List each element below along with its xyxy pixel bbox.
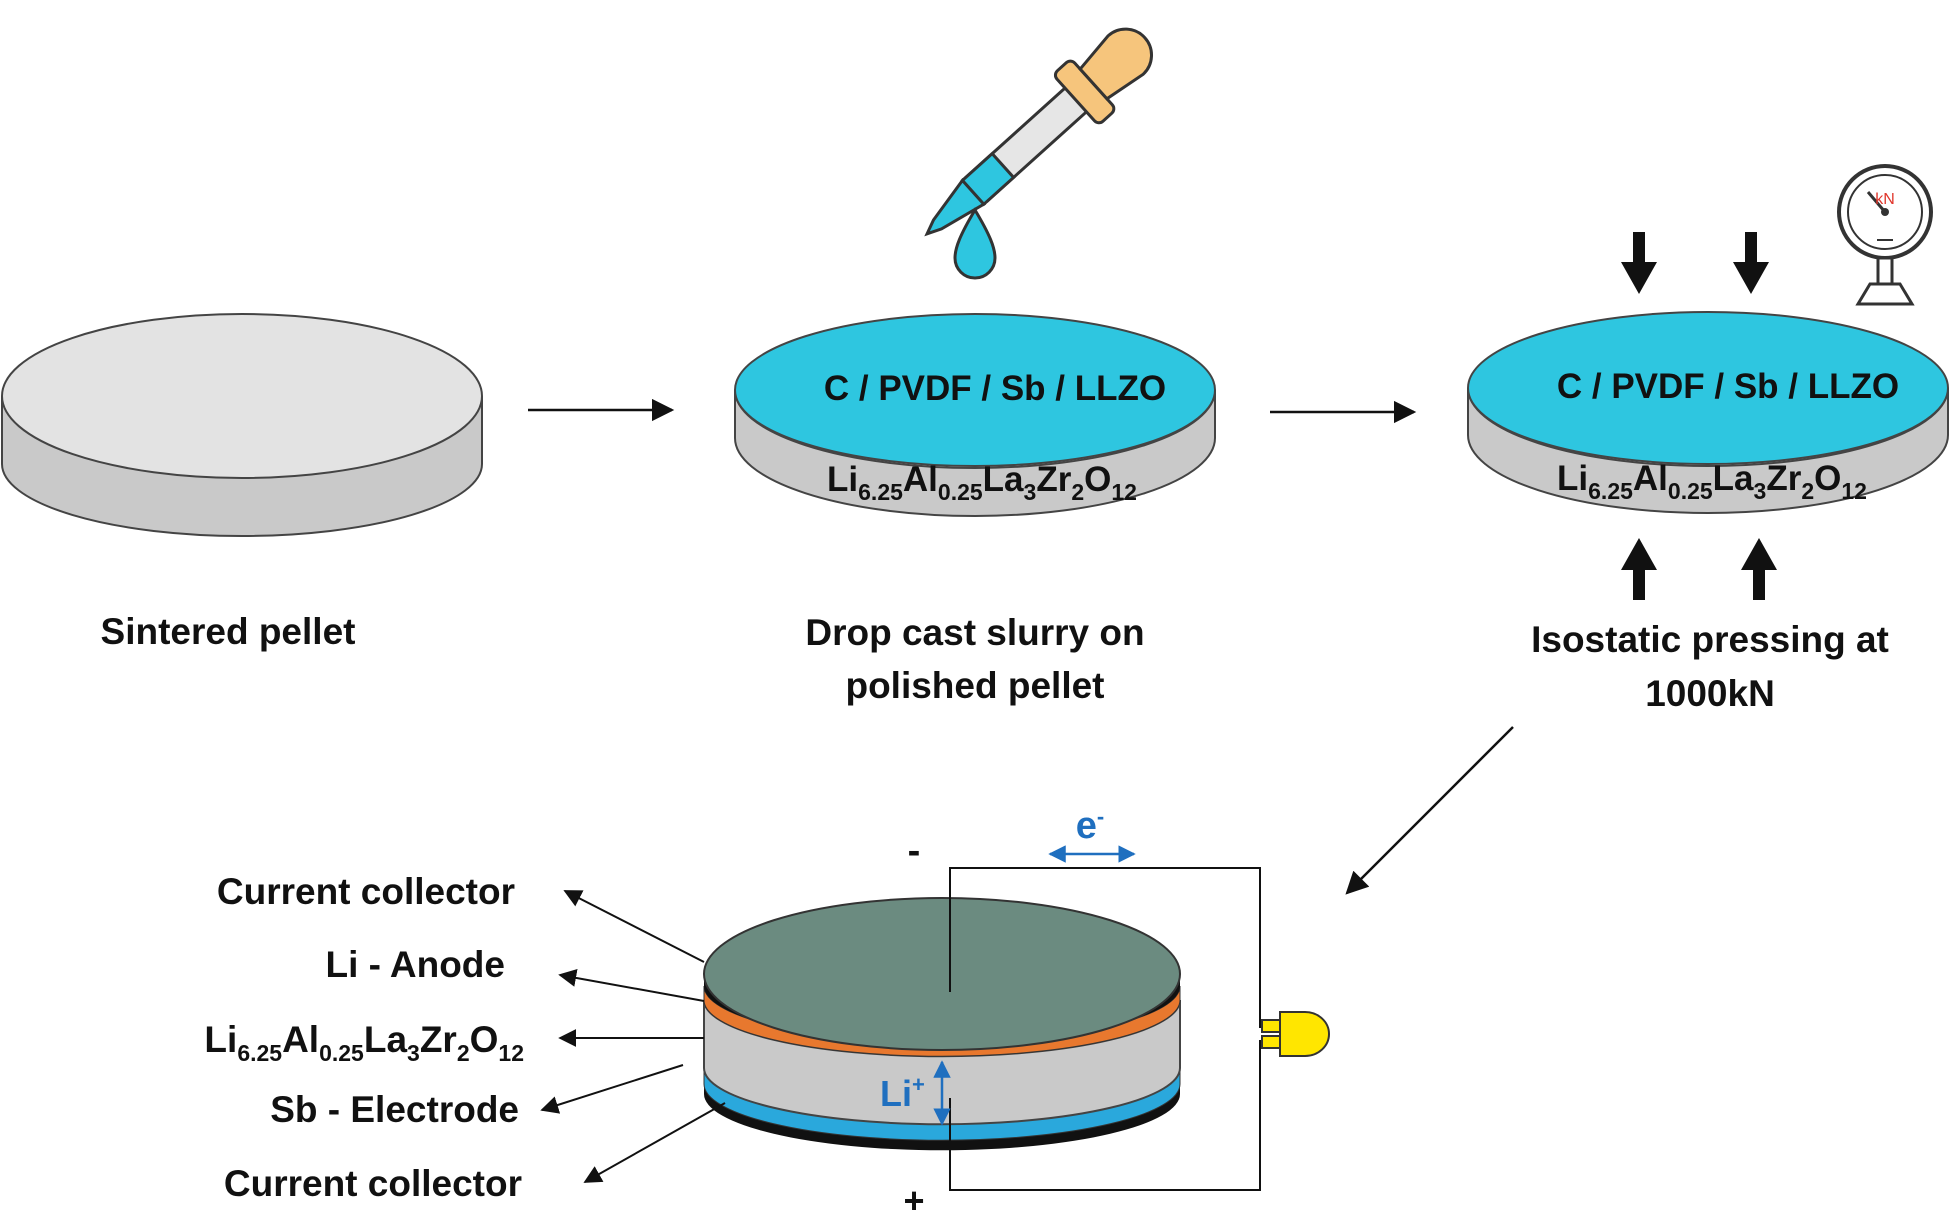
- ion-label: Li+: [880, 1072, 925, 1114]
- led-icon: [1261, 1011, 1330, 1057]
- label-pointers: [540, 890, 726, 1183]
- dropper-icon: [924, 27, 1153, 237]
- caption-pressing-line-1: Isostatic pressing at: [1531, 619, 1889, 660]
- step-1-caption: Sintered pellet: [101, 611, 356, 652]
- electron-flow: e-: [1048, 804, 1136, 863]
- label-bottom-current-collector: Current collector: [224, 1163, 522, 1204]
- pressed-pellet-3: C / PVDF / Sb / LLZO Li6.25Al0.25La3Zr2O…: [1467, 311, 1949, 514]
- caption-drop-cast-line-1: Drop cast slurry on: [805, 612, 1144, 653]
- coating-label: C / PVDF / Sb / LLZO: [824, 369, 1166, 408]
- pellet-formula: Li6.25Al0.25La3Zr2O12: [1557, 459, 1867, 504]
- pressing-arrows: [1621, 232, 1777, 600]
- electron-label: e-: [1076, 804, 1104, 847]
- coating-label: C / PVDF / Sb / LLZO: [1557, 367, 1899, 406]
- sintered-pellet: [1, 313, 483, 537]
- process-arrow-3: [1345, 726, 1514, 895]
- layer-labels: Current collector Li - Anode Li6.25Al0.2…: [204, 871, 524, 1204]
- caption-drop-cast-line-2: polished pellet: [845, 665, 1104, 706]
- step-2-caption: Drop cast slurry on polished pellet: [805, 612, 1144, 706]
- gauge-unit-label: kN: [1875, 191, 1895, 208]
- battery-cell: [703, 897, 1181, 1151]
- pressure-gauge-icon: kN: [1837, 164, 1933, 306]
- droplet-icon: [953, 207, 997, 280]
- external-circuit: [949, 867, 1261, 1191]
- label-li-anode: Li - Anode: [326, 944, 506, 985]
- step-3-caption: Isostatic pressing at 1000kN: [1531, 619, 1889, 714]
- minus-terminal-label: -: [908, 830, 921, 872]
- caption-pressing-line-2: 1000kN: [1645, 673, 1775, 714]
- coated-pellet-2: C / PVDF / Sb / LLZO Li6.25Al0.25La3Zr2O…: [734, 313, 1216, 517]
- label-llzo-formula: Li6.25Al0.25La3Zr2O12: [204, 1019, 524, 1066]
- ion-flow: Li+: [880, 1060, 951, 1126]
- plus-terminal-label: +: [903, 1180, 924, 1215]
- label-top-current-collector: Current collector: [217, 871, 515, 912]
- label-sb-electrode: Sb - Electrode: [270, 1089, 519, 1130]
- caption-sintered-pellet: Sintered pellet: [101, 611, 356, 652]
- pellet-formula: Li6.25Al0.25La3Zr2O12: [827, 460, 1137, 505]
